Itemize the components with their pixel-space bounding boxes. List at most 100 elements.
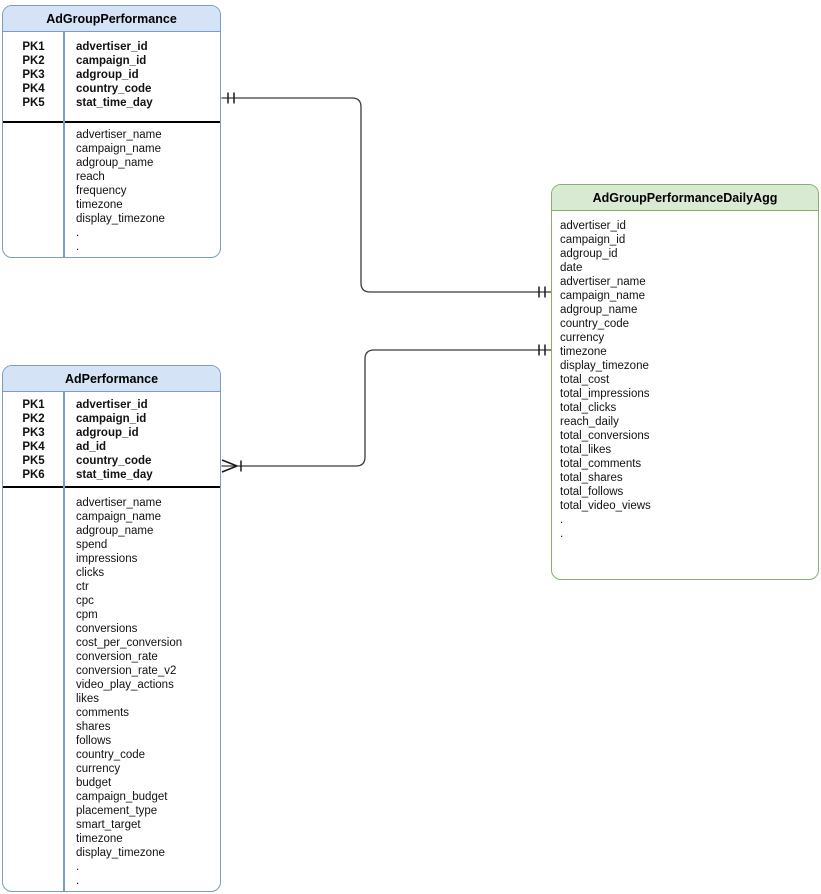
pk-field-name: advertiser_id [76,399,148,411]
pk-label: PK5 [22,455,45,467]
attribute-row: adgroup_name [3,156,220,170]
primary-key-section: PK1 advertiser_id PK2 campaign_id PK3 ad… [3,392,220,486]
pk-field-name: campaign_id [76,413,147,425]
attribute-name: campaign_budget [76,790,168,803]
attribute-row: campaign_budget [3,790,220,804]
attribute-row: country_code [3,748,220,762]
attribute-name: follows [76,734,112,747]
attribute-row: conversion_rate [3,650,220,664]
pk-row: PK6 stat_time_day [3,468,220,482]
attribute-row: conversions [3,622,220,636]
attribute-name: reach_daily [560,416,619,428]
attribute-section: advertiser_name campaign_name adgroup_na… [3,488,220,888]
one-and-only-one-marker-dailyagg-bottom [538,344,546,356]
attribute-name: budget [76,776,112,789]
attribute-name: timezone [76,198,123,211]
pk-column-divider [63,32,65,257]
attribute-row: . [3,860,220,874]
attribute-name: adgroup_id [560,248,618,260]
attribute-row: cpc [3,594,220,608]
one-and-only-one-marker-dailyagg-top [538,286,546,298]
attribute-name: date [560,262,583,274]
pk-column-divider [63,392,65,891]
attribute-row: total_impressions [560,387,818,401]
attribute-name: total_shares [560,472,623,484]
attribute-name: clicks [76,566,105,579]
attribute-row: adgroup_name [3,524,220,538]
attribute-row: conversion_rate_v2 [3,664,220,678]
attribute-row: reach [3,170,220,184]
attribute-name: total_clicks [560,402,617,414]
attribute-name: advertiser_name [76,496,162,509]
entity-title-adgroupperformancedailyagg: AdGroupPerformanceDailyAgg [552,185,818,211]
attribute-row: impressions [3,552,220,566]
attribute-row: . [3,226,220,240]
connector-dailyagg-adperformance [221,349,551,467]
attribute-name: reach [76,170,105,183]
primary-key-section: PK1 advertiser_id PK2 campaign_id PK3 ad… [3,32,220,121]
attribute-row: . [3,240,220,254]
attribute-name: display_timezone [76,846,165,859]
attribute-name: adgroup_name [76,156,154,169]
attribute-name: total_video_views [560,500,651,512]
entity-adgroupperformance: AdGroupPerformance PK1 advertiser_id PK2… [2,5,221,258]
attribute-row: campaign_name [560,289,818,303]
attribute-name: display_timezone [76,212,165,225]
attribute-row: total_follows [560,485,818,499]
pk-label: PK6 [22,469,45,481]
attribute-name: placement_type [76,804,158,817]
attribute-row: ctr [3,580,220,594]
attribute-name: total_comments [560,458,642,470]
attribute-row: date [560,261,818,275]
pk-field-name: campaign_id [76,55,147,67]
attribute-name: country_code [76,748,146,761]
attribute-row: campaign_name [3,510,220,524]
section-divider [3,486,220,488]
attribute-row: . [560,513,818,527]
attribute-name: total_cost [560,374,610,386]
attribute-row: total_video_views [560,499,818,513]
pk-field-name: advertiser_id [76,41,148,53]
attribute-name: timezone [76,832,123,845]
attribute-row: shares [3,720,220,734]
attribute-name: display_timezone [560,360,649,372]
pk-row: PK1 advertiser_id [3,40,220,54]
attribute-row: . [560,527,818,541]
attribute-name: campaign_name [560,290,646,302]
attribute-name: campaign_name [76,142,162,155]
attribute-row: total_clicks [560,401,818,415]
entity-body: PK1 advertiser_id PK2 campaign_id PK3 ad… [3,392,220,891]
attribute-row: . [3,874,220,888]
pk-row: PK5 country_code [3,454,220,468]
attribute-row: adgroup_id [560,247,818,261]
attribute-name: campaign_name [76,510,162,523]
attribute-name: . [76,874,80,887]
pk-label: PK5 [22,97,45,109]
pk-label: PK4 [22,441,45,453]
attribute-name: campaign_id [560,234,626,246]
attribute-name: total_likes [560,444,612,456]
attribute-name: . [76,240,80,253]
entity-body: advertiser_id campaign_id adgroup_id dat… [552,211,818,579]
attribute-name: conversions [76,622,138,635]
attribute-name: advertiser_name [560,276,646,288]
attribute-name: adgroup_name [76,524,154,537]
pk-row: PK3 adgroup_id [3,68,220,82]
pk-row: PK4 country_code [3,82,220,96]
attribute-section: advertiser_id campaign_id adgroup_id dat… [552,211,818,541]
attribute-row: currency [3,762,220,776]
attribute-row: display_timezone [3,846,220,860]
attribute-name: total_impressions [560,388,650,400]
attribute-name: total_follows [560,486,624,498]
attribute-row: display_timezone [560,359,818,373]
one-and-only-one-marker-adgroupperformance [227,92,235,104]
pk-row: PK1 advertiser_id [3,398,220,412]
pk-row: PK2 campaign_id [3,412,220,426]
entity-adgroupperformancedailyagg: AdGroupPerformanceDailyAgg advertiser_id… [551,184,819,580]
pk-label: PK1 [22,399,45,411]
attribute-row: timezone [3,198,220,212]
attribute-name: currency [560,332,605,344]
attribute-row: adgroup_name [560,303,818,317]
attribute-row: video_play_actions [3,678,220,692]
entity-body: PK1 advertiser_id PK2 campaign_id PK3 ad… [3,32,220,257]
